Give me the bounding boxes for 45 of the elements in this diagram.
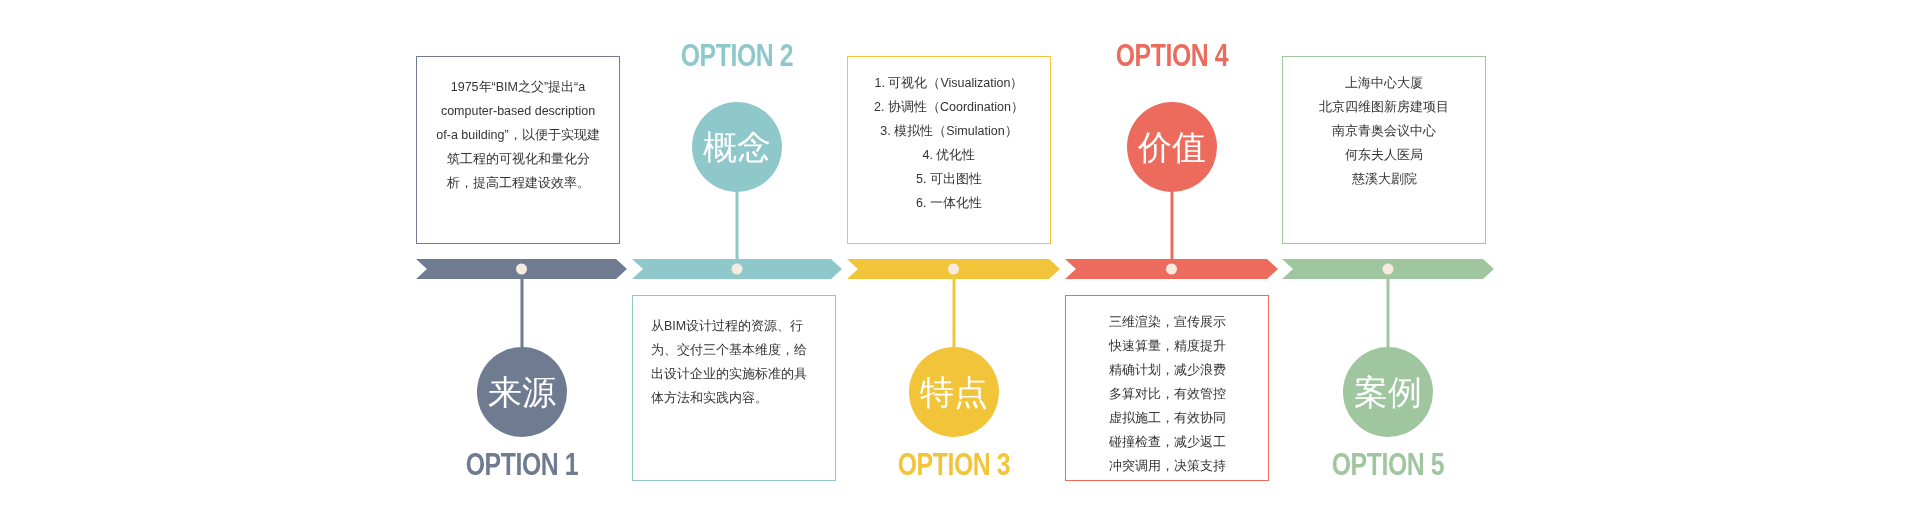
list-item: 三维渲染，宣传展示 xyxy=(1107,314,1227,331)
connector-line xyxy=(952,279,956,347)
list-item: 慈溪大剧院 xyxy=(1350,171,1418,188)
list-item: 2. 协调性（Coordination） xyxy=(873,99,1025,116)
topic-circle: 来源 xyxy=(477,347,567,437)
option-heading: OPTION 4 xyxy=(1114,38,1230,74)
description-text: 1975年“BIM之父”提出“a computer-based description of-a building”，以便于实现建筑工程的可视化和量化分析，提高工程建设效率。 xyxy=(435,79,601,192)
list-item: 碰撞检查，减少返工 xyxy=(1107,434,1227,451)
list-item: 何东夫人医局 xyxy=(1344,147,1424,164)
option-heading: OPTION 2 xyxy=(679,38,795,74)
list-item: 上海中心大厦 xyxy=(1344,75,1424,92)
list-item: 北京四维图新房建项目 xyxy=(1318,99,1450,116)
list-item: 精确计划，减少浪费 xyxy=(1107,362,1227,379)
text-box xyxy=(847,56,1051,244)
list-item: 快速算量，精度提升 xyxy=(1107,338,1227,355)
topic-circle: 概念 xyxy=(692,102,782,192)
text-box xyxy=(1282,56,1486,244)
topic-circle: 价值 xyxy=(1127,102,1217,192)
connector-line xyxy=(1170,192,1174,259)
chevron-segment xyxy=(416,259,627,279)
list-item: 3. 模拟性（Simulation） xyxy=(879,123,1019,140)
description-text: 从BIM设计过程的资源、行为、交付三个基本维度，给出设计企业的实施标准的具体方法和实践内容。 xyxy=(651,318,808,407)
list-item: 1. 可视化（Visualization） xyxy=(873,75,1025,92)
list-item: 6. 一体化性 xyxy=(915,195,983,212)
text-box xyxy=(416,56,620,244)
option-heading: OPTION 1 xyxy=(464,447,580,483)
connector-line xyxy=(735,192,739,259)
chevron-segment xyxy=(1065,259,1278,279)
chevron-segment xyxy=(632,259,842,279)
text-box xyxy=(1065,295,1269,481)
list-item: 冲突调用，决策支持 xyxy=(1107,458,1227,475)
list-item: 南京青奥会议中心 xyxy=(1331,123,1437,140)
topic-circle: 特点 xyxy=(909,347,999,437)
list-item: 4. 优化性 xyxy=(921,147,977,164)
connector-line xyxy=(520,279,524,347)
list-item: 5. 可出图性 xyxy=(915,171,983,188)
chevron-segment xyxy=(847,259,1060,279)
option-heading: OPTION 5 xyxy=(1330,447,1446,483)
chevron-segment xyxy=(1282,259,1494,279)
list-item: 虚拟施工，有效协同 xyxy=(1107,410,1227,427)
text-box xyxy=(632,295,836,481)
connector-line xyxy=(1386,279,1390,347)
option-heading: OPTION 3 xyxy=(896,447,1012,483)
topic-circle: 案例 xyxy=(1343,347,1433,437)
list-item: 多算对比，有效管控 xyxy=(1107,386,1227,403)
